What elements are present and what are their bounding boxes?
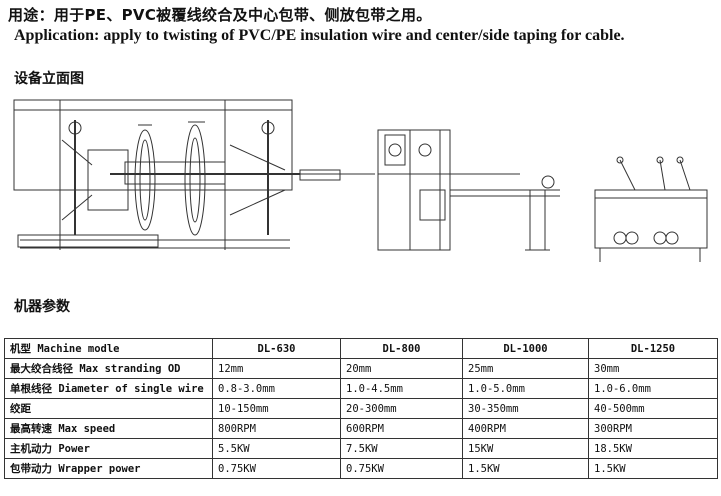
header-cell: DL-800 [340, 338, 463, 359]
row-label: 绞距 [4, 398, 213, 419]
table-row: 包带动力 Wrapper power 0.75KW 0.75KW 1.5KW 1… [4, 458, 718, 479]
table-cell: 800RPM [212, 418, 341, 439]
header-cell: 机型 Machine modle [4, 338, 213, 359]
machine-elevation-drawing [13, 99, 708, 262]
table-cell: 1.0-6.0mm [588, 378, 718, 399]
table-cell: 1.5KW [588, 458, 718, 479]
table-row: 主机动力 Power 5.5KW 7.5KW 15KW 18.5KW [4, 438, 718, 459]
table-cell: 18.5KW [588, 438, 718, 459]
table-cell: 1.0-5.0mm [462, 378, 589, 399]
table-cell: 30mm [588, 358, 718, 379]
table-cell: 600RPM [340, 418, 463, 439]
table-cell: 7.5KW [340, 438, 463, 459]
table-cell: 30-350mm [462, 398, 589, 419]
table-cell: 40-500mm [588, 398, 718, 419]
row-label: 主机动力 Power [4, 438, 213, 459]
table-cell: 15KW [462, 438, 589, 459]
table-cell: 0.75KW [340, 458, 463, 479]
table-row: 绞距 10-150mm 20-300mm 30-350mm 40-500mm [4, 398, 718, 419]
header-cell: DL-630 [212, 338, 341, 359]
table-cell: 0.75KW [212, 458, 341, 479]
table-cell: 25mm [462, 358, 589, 379]
table-cell: 300RPM [588, 418, 718, 439]
row-label: 单根线径 Diameter of single wire [4, 378, 213, 399]
table-cell: 1.5KW [462, 458, 589, 479]
table-cell: 20mm [340, 358, 463, 379]
table-cell: 20-300mm [340, 398, 463, 419]
table-cell: 0.8-3.0mm [212, 378, 341, 399]
table-row: 最大绞合线径 Max stranding OD 12mm 20mm 25mm 3… [4, 358, 718, 379]
table-row: 最高转速 Max speed 800RPM 600RPM 400RPM 300R… [4, 418, 718, 439]
machine-parameters-title: 机器参数 [14, 299, 70, 315]
row-label: 最高转速 Max speed [4, 418, 213, 439]
table-cell: 10-150mm [212, 398, 341, 419]
table-cell: 400RPM [462, 418, 589, 439]
header-cell: DL-1250 [588, 338, 718, 359]
row-label: 包带动力 Wrapper power [4, 458, 213, 479]
table-cell: 1.0-4.5mm [340, 378, 463, 399]
table-row: 单根线径 Diameter of single wire 0.8-3.0mm 1… [4, 378, 718, 399]
application-english: Application: apply to twisting of PVC/PE… [14, 27, 625, 44]
table-cell: 5.5KW [212, 438, 341, 459]
application-chinese: 用途：用于PE、PVC被覆线绞合及中心包带、侧放包带之用。 [8, 6, 432, 24]
table-cell: 12mm [212, 358, 341, 379]
row-label: 最大绞合线径 Max stranding OD [4, 358, 213, 379]
machine-parameters-table: 机型 Machine modle DL-630 DL-800 DL-1000 D… [4, 338, 718, 479]
table-header-row: 机型 Machine modle DL-630 DL-800 DL-1000 D… [4, 338, 718, 359]
elevation-drawing-title: 设备立面图 [14, 71, 84, 87]
header-cell: DL-1000 [462, 338, 589, 359]
